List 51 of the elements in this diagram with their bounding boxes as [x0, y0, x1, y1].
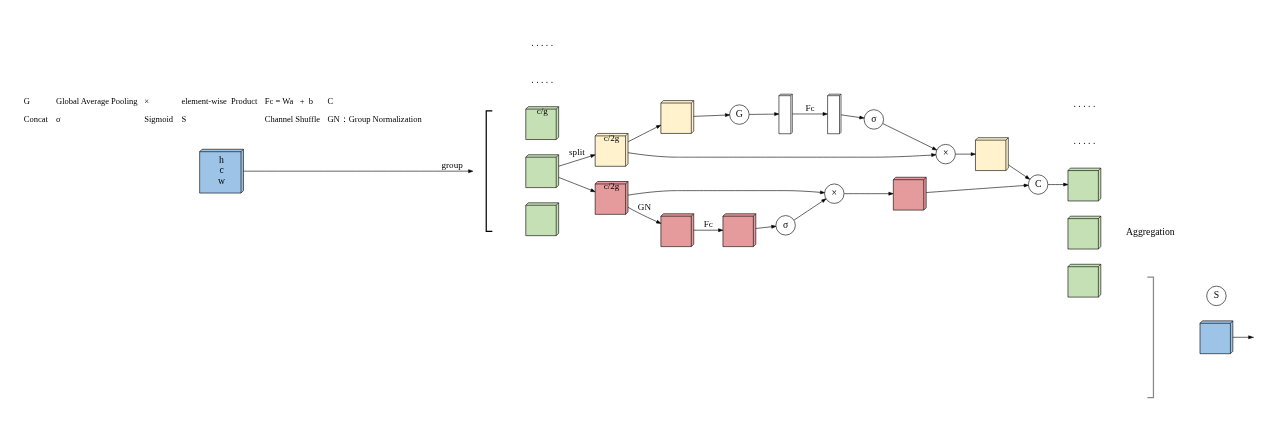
label: ×	[144, 95, 150, 106]
edge-label: group	[441, 159, 463, 170]
edge-label: Fc	[703, 218, 713, 229]
node-circle: C	[1028, 174, 1049, 195]
label: . . . . .	[1073, 97, 1096, 109]
arrow	[955, 151, 976, 156]
node-brace	[485, 109, 493, 232]
label: Fc = Wa + b	[264, 95, 313, 106]
edge-label: split	[569, 146, 585, 157]
node-circle: σ	[863, 108, 884, 129]
label: σ	[56, 113, 61, 124]
arrow	[693, 112, 730, 117]
label: . . . . .	[531, 73, 554, 85]
edge-label: GN	[637, 201, 652, 211]
label: G	[23, 95, 30, 106]
label: GN：Group Normalization	[327, 113, 422, 124]
arrow	[792, 111, 828, 116]
node-circle: G	[729, 104, 750, 125]
arrow	[693, 227, 724, 232]
node-circle: S	[1206, 285, 1227, 306]
arrow	[243, 168, 474, 173]
node-circle: ×	[935, 143, 956, 164]
arrow	[1008, 164, 1030, 180]
arrow	[840, 114, 865, 119]
label: Aggregation	[1126, 225, 1175, 237]
arrow	[627, 189, 825, 195]
node-circle: σ	[775, 214, 796, 235]
label: . . . . .	[531, 36, 554, 48]
node-brace	[1146, 275, 1155, 398]
arrow	[558, 153, 596, 166]
label: element-wise Product	[181, 95, 258, 106]
label: Sigmoid	[144, 113, 174, 124]
arrow	[749, 111, 780, 116]
arrow	[844, 191, 894, 195]
label: C	[327, 95, 334, 106]
arrow	[558, 176, 596, 192]
arrow	[1047, 182, 1069, 186]
arrow	[925, 183, 1029, 193]
label: . . . . .	[1073, 134, 1096, 146]
arrow	[627, 124, 662, 142]
arrow	[627, 151, 937, 157]
label: Global Average Pooling	[56, 95, 138, 106]
label: Channel Shuffle	[264, 113, 321, 124]
arrow	[627, 206, 662, 224]
label: S	[181, 113, 187, 124]
arrow	[755, 224, 777, 229]
edge-label: Fc	[805, 102, 815, 113]
node-circle: ×	[824, 183, 845, 204]
label: Concat	[23, 113, 48, 124]
arrow	[793, 198, 827, 220]
arrow	[882, 122, 937, 150]
